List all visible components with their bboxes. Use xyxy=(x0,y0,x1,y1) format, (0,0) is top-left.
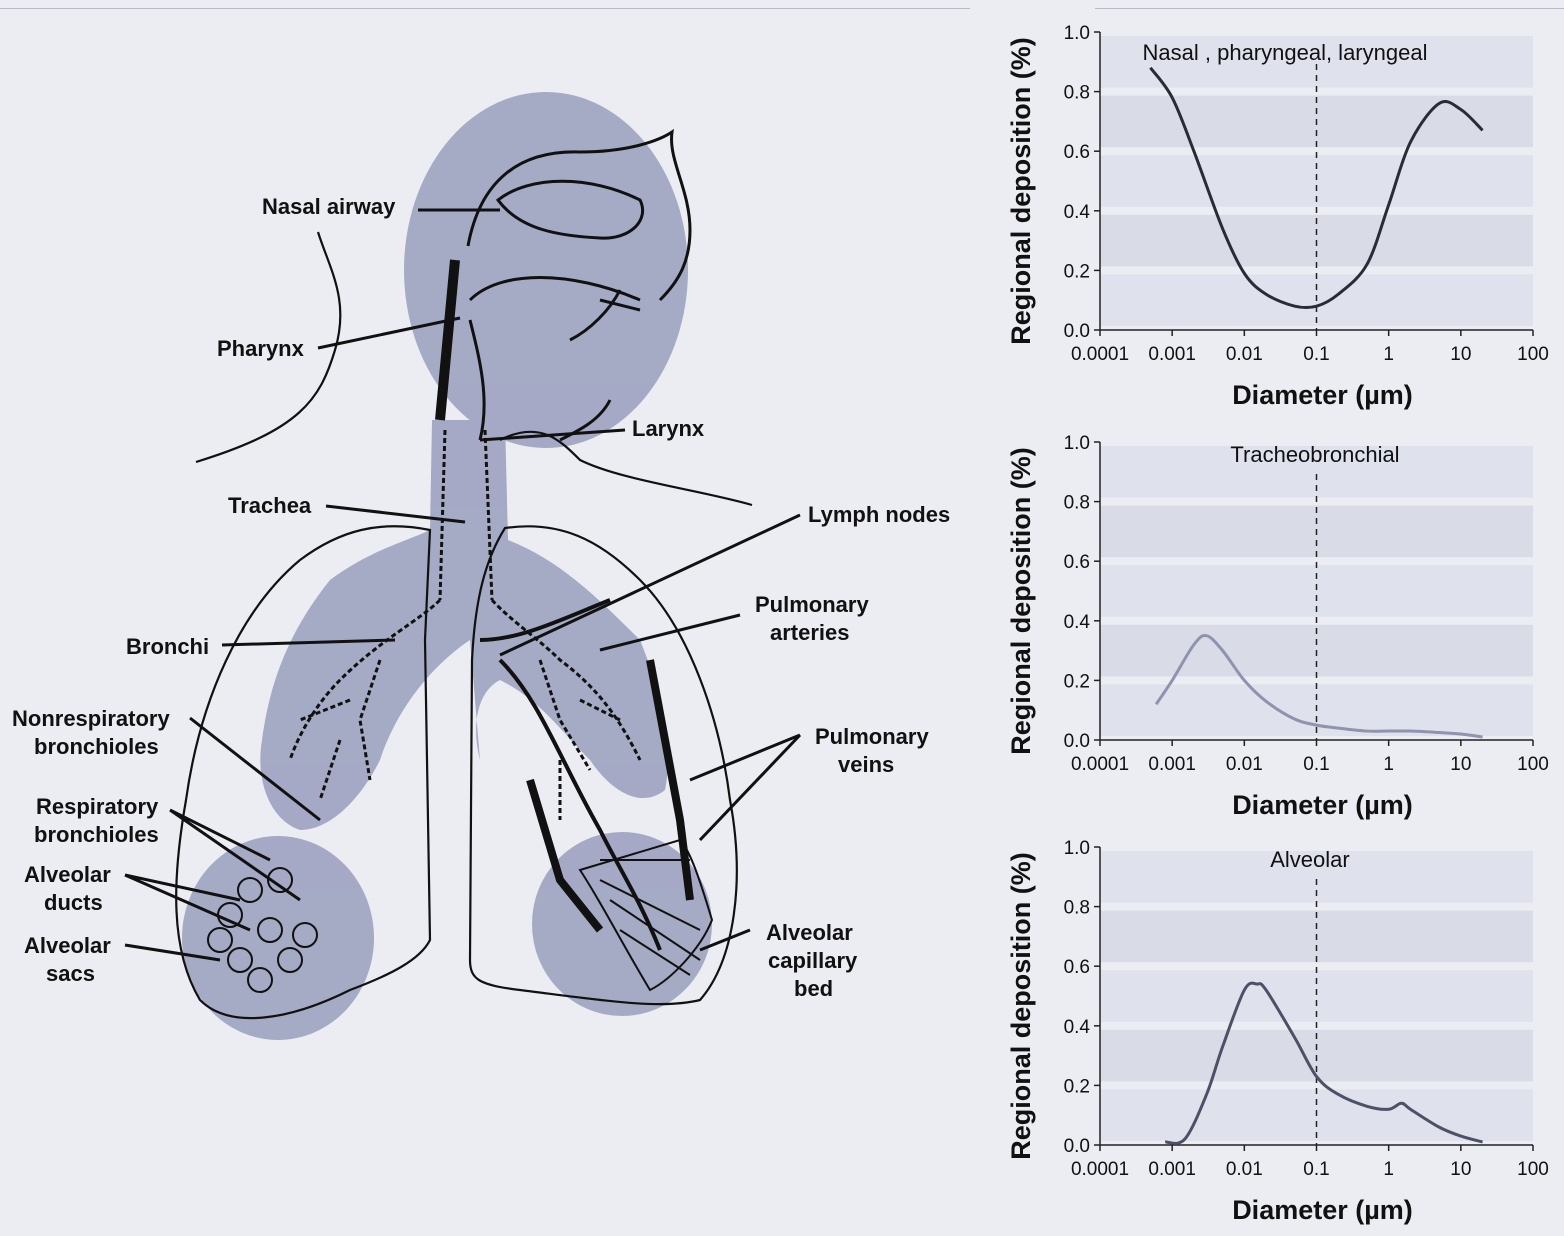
y-tick-label-0-0: 0.0 xyxy=(1064,731,1090,752)
y-tick-label-0-2: 0.2 xyxy=(1064,671,1090,692)
x-tick-label-0-1: 0.1 xyxy=(1303,344,1329,365)
x-tick-label-0-0001: 0.0001 xyxy=(1071,754,1129,775)
y-tick-label-0-0: 0.0 xyxy=(1064,321,1090,342)
label-alveolar-capillary-1: Alveolar xyxy=(766,920,853,945)
label-respiratory-1: Respiratory xyxy=(36,794,159,819)
label-nonrespiratory-2: bronchioles xyxy=(34,734,159,759)
x-tick-label-100: 100 xyxy=(1517,754,1549,775)
x-axis-label: Diameter (µm) xyxy=(1232,1195,1413,1225)
x-tick-label-1: 1 xyxy=(1383,1159,1394,1180)
chart-title: Tracheobronchial xyxy=(1230,442,1399,467)
x-axis-label: Diameter (µm) xyxy=(1232,380,1413,410)
y-tick-label-0-4: 0.4 xyxy=(1064,1017,1091,1038)
y-tick-label-0-4: 0.4 xyxy=(1064,202,1091,223)
chart-title: Alveolar xyxy=(1270,847,1349,872)
y-tick-label-0-2: 0.2 xyxy=(1064,261,1090,282)
y-axis-label: Regional deposition (%) xyxy=(1006,852,1036,1160)
x-tick-label-1: 1 xyxy=(1383,754,1394,775)
label-lymph-nodes: Lymph nodes xyxy=(808,502,950,527)
tracheobronchial-region xyxy=(260,420,668,830)
label-pulmonary-veins-2: veins xyxy=(838,752,894,777)
label-pulmonary-arteries-1: Pulmonary xyxy=(755,592,869,617)
y-tick-label-0-0: 0.0 xyxy=(1064,1136,1090,1157)
label-alveolar-capillary-3: bed xyxy=(794,976,833,1001)
label-alveolar-sacs-1: Alveolar xyxy=(24,933,111,958)
x-tick-label-10: 10 xyxy=(1450,754,1471,775)
y-tick-label-0-6: 0.6 xyxy=(1064,142,1090,163)
y-tick-label-0-4: 0.4 xyxy=(1064,612,1091,633)
x-tick-label-10: 10 xyxy=(1450,1159,1471,1180)
x-tick-label-0-001: 0.001 xyxy=(1148,344,1196,365)
label-pharynx: Pharynx xyxy=(217,336,305,361)
x-tick-label-0-1: 0.1 xyxy=(1303,1159,1329,1180)
chart-title: Nasal , pharyngeal, laryngeal xyxy=(1143,40,1428,65)
label-bronchi: Bronchi xyxy=(126,634,209,659)
label-alveolar-ducts-1: Alveolar xyxy=(24,862,111,887)
shaded-regions xyxy=(182,92,712,1040)
x-tick-label-1: 1 xyxy=(1383,344,1394,365)
x-tick-label-0-01: 0.01 xyxy=(1226,1159,1263,1180)
y-tick-label-1-0: 1.0 xyxy=(1064,433,1090,454)
y-tick-label-0-2: 0.2 xyxy=(1064,1076,1090,1097)
y-tick-label-0-6: 0.6 xyxy=(1064,957,1090,978)
x-tick-label-100: 100 xyxy=(1517,344,1549,365)
label-nonrespiratory-1: Nonrespiratory xyxy=(12,706,170,731)
chart-tracheobronchial: 0.0 0.2 0.4 0.6 0.8 1.0 0.0001 0.001 0.01 0.1 1 10 1… xyxy=(970,410,1564,820)
respiratory-tract-diagram: Nasal airway Pharynx Larynx Trachea Lymp… xyxy=(0,0,980,1236)
label-nasal-airway: Nasal airway xyxy=(262,194,396,219)
x-tick-label-0-0001: 0.0001 xyxy=(1071,1159,1129,1180)
label-alveolar-sacs-2: sacs xyxy=(46,961,95,986)
label-respiratory-2: bronchioles xyxy=(34,822,159,847)
y-tick-label-0-8: 0.8 xyxy=(1064,898,1090,919)
label-trachea: Trachea xyxy=(228,493,312,518)
label-pulmonary-veins-1: Pulmonary xyxy=(815,724,929,749)
x-tick-label-0-01: 0.01 xyxy=(1226,344,1263,365)
chart-alveolar: 0.0 0.2 0.4 0.6 0.8 1.0 0.0001 0.001 0.01 0.1 1 10 1… xyxy=(970,815,1564,1231)
y-tick-label-0-6: 0.6 xyxy=(1064,552,1090,573)
label-alveolar-capillary-2: capillary xyxy=(768,948,858,973)
x-tick-label-100: 100 xyxy=(1517,1159,1549,1180)
x-tick-label-0-001: 0.001 xyxy=(1148,754,1196,775)
x-tick-label-0-001: 0.001 xyxy=(1148,1159,1196,1180)
chart-nasal-pharyngeal-laryngeal: 0.0 0.2 0.4 0.6 0.8 1.0 0.0001 0.001 0.01 0.1 1 10 1… xyxy=(970,0,1564,410)
x-tick-label-0-1: 0.1 xyxy=(1303,754,1329,775)
label-alveolar-ducts-2: ducts xyxy=(44,890,103,915)
y-axis-label: Regional deposition (%) xyxy=(1006,37,1036,345)
y-tick-label-0-8: 0.8 xyxy=(1064,493,1090,514)
label-larynx: Larynx xyxy=(632,416,705,441)
label-pulmonary-arteries-2: arteries xyxy=(770,620,850,645)
y-tick-label-1-0: 1.0 xyxy=(1064,838,1090,859)
x-tick-label-0-01: 0.01 xyxy=(1226,754,1263,775)
y-tick-label-1-0: 1.0 xyxy=(1064,23,1090,44)
y-tick-label-0-8: 0.8 xyxy=(1064,83,1090,104)
x-tick-label-0-0001: 0.0001 xyxy=(1071,344,1129,365)
x-tick-label-10: 10 xyxy=(1450,344,1471,365)
y-axis-label: Regional deposition (%) xyxy=(1006,447,1036,755)
